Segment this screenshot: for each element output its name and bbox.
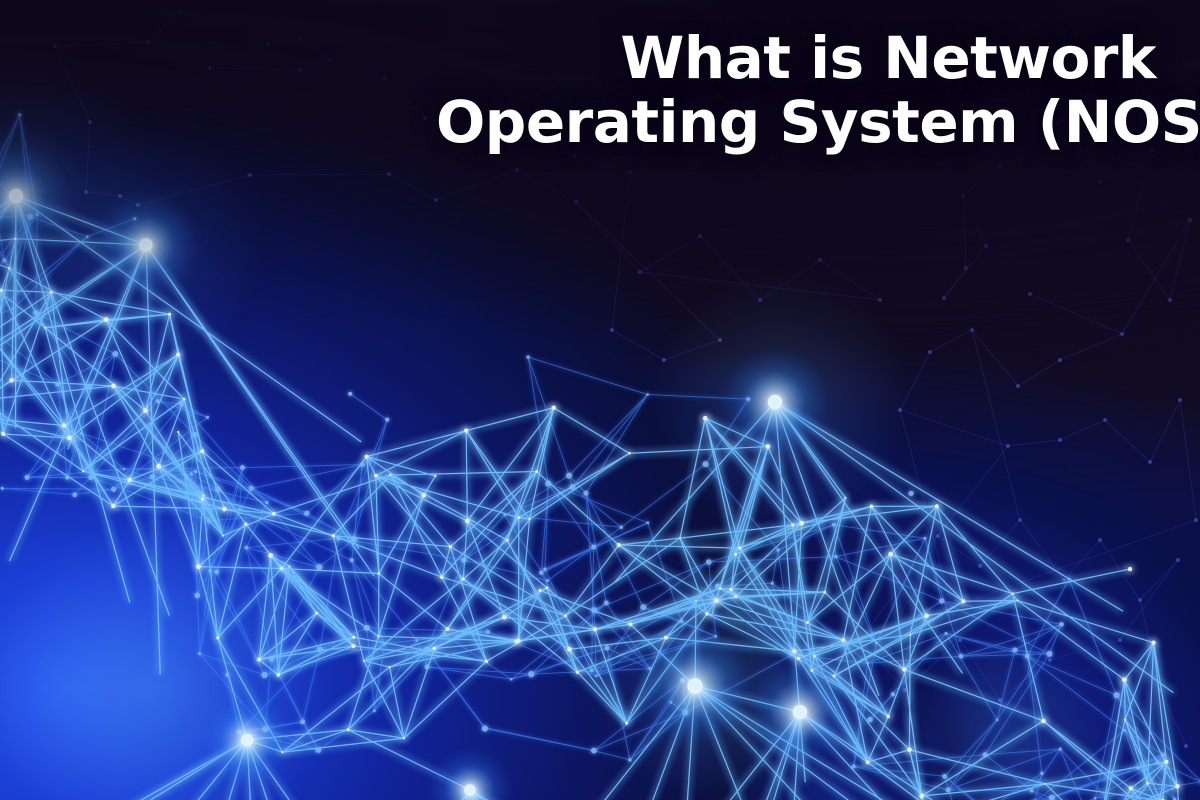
page-title-line-1: What is Network xyxy=(620,24,1156,92)
page-title: What is Network Operating System (NOS)? xyxy=(436,24,1200,156)
mesh-hub-halos xyxy=(0,139,857,800)
page-title-line-2: Operating System (NOS)? xyxy=(436,88,1200,156)
